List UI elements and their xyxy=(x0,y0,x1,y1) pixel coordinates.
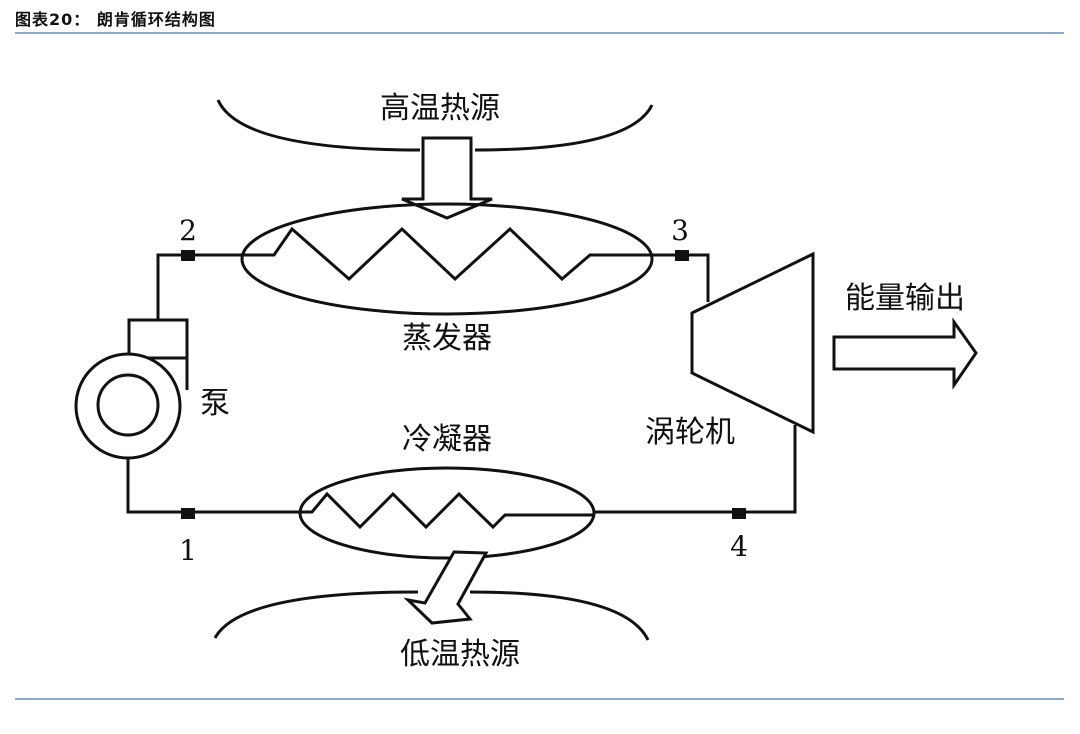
node-2-label: 2 xyxy=(179,214,197,247)
pipe-pump-to-evaporator xyxy=(156,253,242,320)
evaporator-label: 蒸发器 xyxy=(402,321,492,356)
evaporator-coil xyxy=(242,226,652,282)
low-heat-source-arc xyxy=(213,590,650,641)
node-4-marker xyxy=(732,508,746,519)
top-divider xyxy=(15,32,1064,34)
pump-outer-circle xyxy=(74,352,182,460)
condenser-label: 冷凝器 xyxy=(402,422,492,457)
evaporator-ellipse xyxy=(240,202,654,316)
pipe-turbine-to-condenser xyxy=(594,425,797,514)
pump-label: 泵 xyxy=(200,386,230,421)
condenser-coil xyxy=(300,491,594,530)
pump xyxy=(74,318,189,460)
energy-output-label: 能量输出 xyxy=(845,281,965,316)
turbine-shape xyxy=(690,251,815,435)
energy-output-arrow xyxy=(832,317,978,390)
node-2-marker xyxy=(181,250,195,261)
pump-inner-circle xyxy=(96,373,160,437)
node-1-label: 1 xyxy=(179,534,197,567)
heat-rejection-arrow xyxy=(403,550,489,625)
pipe-condenser-to-pump xyxy=(126,458,300,514)
heat-input-arrow xyxy=(401,136,493,220)
pipe-evaporator-to-turbine xyxy=(652,253,710,302)
turbine-label: 涡轮机 xyxy=(645,415,735,450)
bottom-divider xyxy=(15,698,1064,700)
figure-title: 图表20： 朗肯循环结构图 xyxy=(15,10,216,29)
high-heat-source-arc xyxy=(216,99,654,152)
high-heat-source-label: 高温热源 xyxy=(380,91,500,126)
pump-outlet xyxy=(127,318,189,360)
low-heat-source-label: 低温热源 xyxy=(400,637,520,672)
node-3-label: 3 xyxy=(671,214,689,247)
node-3-marker xyxy=(675,250,689,261)
node-4-label: 4 xyxy=(730,530,748,563)
node-1-marker xyxy=(181,508,195,519)
